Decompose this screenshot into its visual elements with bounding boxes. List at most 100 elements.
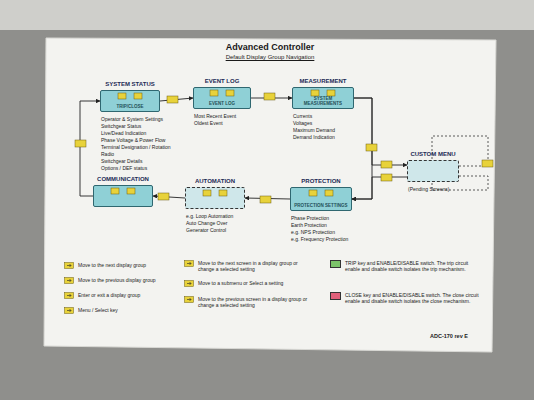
group-heading: MEASUREMENT [273, 78, 373, 84]
legend-text: Menu / Select key [78, 307, 118, 313]
screen-item: Oldest Event [194, 120, 223, 127]
nav-key [264, 93, 275, 100]
legend-entry: CLOSE key and ENABLE/DISABLE switch. The… [330, 292, 480, 304]
panel-key [311, 90, 319, 96]
legend-entry: TRIP key and ENABLE/DISABLE switch. The … [330, 260, 480, 272]
wall [0, 0, 534, 30]
nav-key [75, 140, 86, 147]
legend-text: Move to the previous display group [78, 277, 156, 283]
panel-key [127, 188, 135, 194]
screen-item: Switchgear Status [101, 123, 141, 130]
screen-item: Live/Dead Indication [101, 130, 146, 137]
screen-item: Terminal Designation / Rotation [101, 144, 170, 151]
display-group: EVENT LOGEVENT LOGMost Recent EventOldes… [193, 87, 251, 109]
legend-entry: Menu / Select key [64, 307, 164, 314]
screen-item: Operator & System Settings [101, 116, 163, 123]
screen-item: Generator Control [186, 227, 226, 234]
screen-item: Voltages [293, 120, 312, 127]
display-group: CUSTOM MENU(Pending Screens) [407, 160, 459, 182]
screen-item: e.g. NPS Protection [291, 229, 335, 236]
screen-item: e.g. Frequency Protection [291, 236, 348, 243]
key-icon [184, 260, 194, 267]
screen-item: Earth Protection [291, 222, 327, 229]
panel-key [210, 90, 218, 96]
legend-entry: Move to a submenu or Select a setting [184, 280, 314, 287]
panel-key [134, 93, 142, 99]
group-heading: AUTOMATION [166, 178, 264, 184]
key-icon [64, 307, 74, 314]
nav-key [381, 174, 392, 181]
document-code: ADC-170 rev E [430, 333, 490, 339]
group-heading: CUSTOM MENU [388, 151, 478, 157]
legend-entry: Enter or exit a display group [64, 292, 164, 299]
key-arrow [187, 262, 191, 265]
paper-sheet [44, 38, 496, 352]
key-arrow [67, 279, 71, 282]
key-shape [185, 281, 194, 287]
legend-entry: Move to the previous screen in a display… [184, 296, 314, 308]
key-icon [184, 280, 194, 287]
panel-keys [75, 90, 493, 203]
legend-text: Move to the next display group [78, 262, 146, 268]
legend-text: Move to the next screen in a display gro… [198, 260, 314, 272]
screen-item: Phase Voltage & Power Flow [101, 137, 165, 144]
nav-key [366, 144, 377, 151]
display-group: SYSTEM STATUSTRIP/CLOSEOperator & System… [100, 90, 160, 112]
legend-text: Enter or exit a display group [78, 292, 140, 298]
key-arrow [67, 309, 71, 312]
screen-item: Currents [293, 113, 312, 120]
navigation-arrow [352, 177, 407, 199]
key-arrow [187, 298, 191, 301]
screen-text: PROTECTION SETTINGS [293, 203, 349, 208]
key-shape [185, 261, 194, 267]
screen-item: e.g. Loop Automation [186, 213, 233, 220]
navigation-arrow [80, 101, 100, 196]
group-heading: EVENT LOG [174, 78, 270, 84]
screen-item: Most Recent Event [194, 113, 236, 120]
nav-key [381, 161, 392, 168]
screen-text: SYSTEM MEASUREMENTS [295, 96, 351, 106]
legend-entry: Move to the previous display group [64, 277, 164, 284]
panel-key [325, 190, 333, 196]
key-shape [65, 278, 74, 284]
navigation-arrow [245, 198, 290, 199]
key-icon [64, 277, 74, 284]
screen-item: Phase Protection [291, 215, 329, 222]
display-group: COMMUNICATION [93, 185, 153, 207]
panel-key [327, 90, 335, 96]
subtitle: Default Display Group Navigation [150, 54, 390, 60]
panel-key [118, 93, 126, 99]
screen-item: Options / DEF status [101, 165, 147, 172]
group-heading: COMMUNICATION [74, 176, 172, 182]
screen-item: Demand Indication [293, 134, 335, 141]
key-icon [64, 292, 74, 299]
screen-text: TRIP/CLOSE [103, 104, 157, 109]
legend-swatch [330, 260, 341, 268]
navigation-arrow [160, 98, 193, 101]
key-shape [185, 297, 194, 303]
panel-key [226, 90, 234, 96]
nav-key [167, 96, 178, 103]
panel-key [219, 190, 227, 196]
navigation-arrow [352, 98, 372, 199]
panel-key [111, 188, 119, 194]
key-shape [65, 308, 74, 314]
panel-key [309, 190, 317, 196]
group-heading: PROTECTION [271, 178, 371, 184]
screen-item: (Pending Screens) [408, 186, 449, 193]
navigation-arrow [153, 196, 185, 198]
key-shape [65, 263, 74, 269]
panel-key [203, 190, 211, 196]
nav-key [260, 196, 271, 203]
key-shape [65, 293, 74, 299]
group-heading: SYSTEM STATUS [81, 81, 179, 87]
legend-swatch [330, 292, 341, 300]
legend-entry: Move to the next display group [64, 262, 164, 269]
legend-text: Move to the previous screen in a display… [198, 296, 314, 308]
key-arrow [187, 282, 191, 285]
